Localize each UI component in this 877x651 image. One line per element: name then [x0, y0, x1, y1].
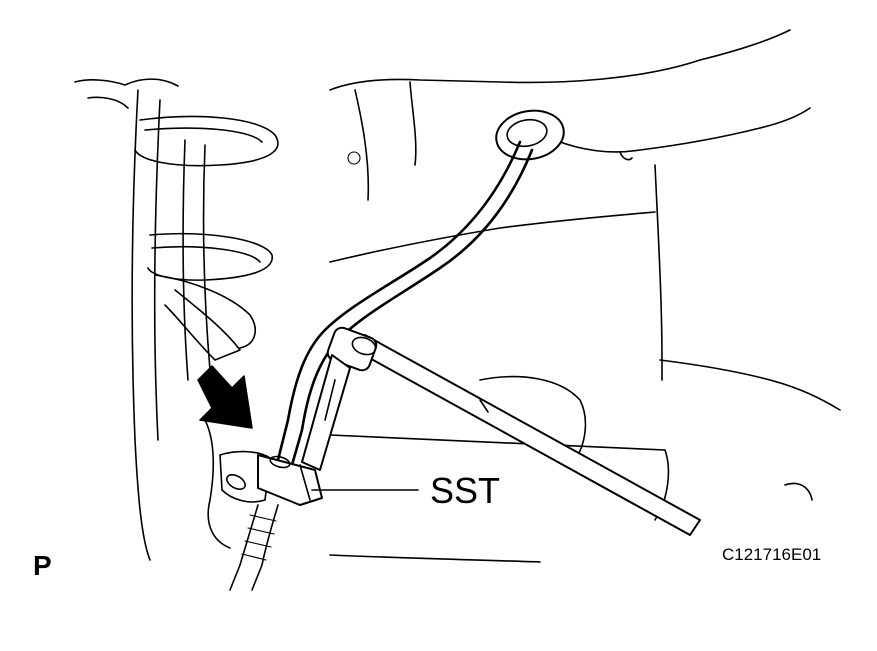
sst-tool [257, 326, 701, 536]
shock-absorber [131, 89, 241, 561]
sst-handle [354, 334, 701, 536]
coil-spring [134, 115, 279, 349]
view-marker-label: P [33, 550, 52, 581]
arrow-down-right-icon [197, 365, 253, 429]
brake-hose [219, 450, 279, 591]
grommet [495, 109, 565, 161]
sst-socket [257, 454, 323, 506]
brake-line [276, 109, 565, 467]
figure-code: C121716E01 [722, 545, 821, 564]
sst-label: SST [430, 470, 500, 511]
